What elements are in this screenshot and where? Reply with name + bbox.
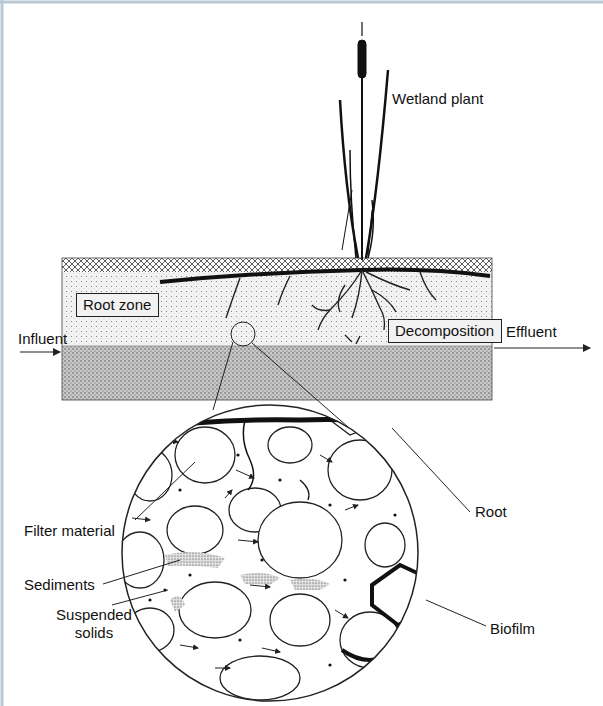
- part-label: Influent: [18, 330, 67, 348]
- box-label: Decomposition: [395, 322, 495, 340]
- part-label: Wetland plant: [392, 90, 483, 108]
- box-label: Root zone: [83, 296, 152, 314]
- part-label: Sediments: [24, 576, 95, 594]
- part-label: Biofilm: [490, 620, 535, 638]
- label-box: Decomposition: [388, 319, 502, 343]
- part-label: Effluent: [506, 323, 557, 341]
- part-label: Root: [475, 503, 507, 521]
- part-label: Suspended solids: [48, 606, 140, 642]
- part-label: Filter material: [24, 522, 115, 540]
- label-box: Root zone: [76, 293, 159, 317]
